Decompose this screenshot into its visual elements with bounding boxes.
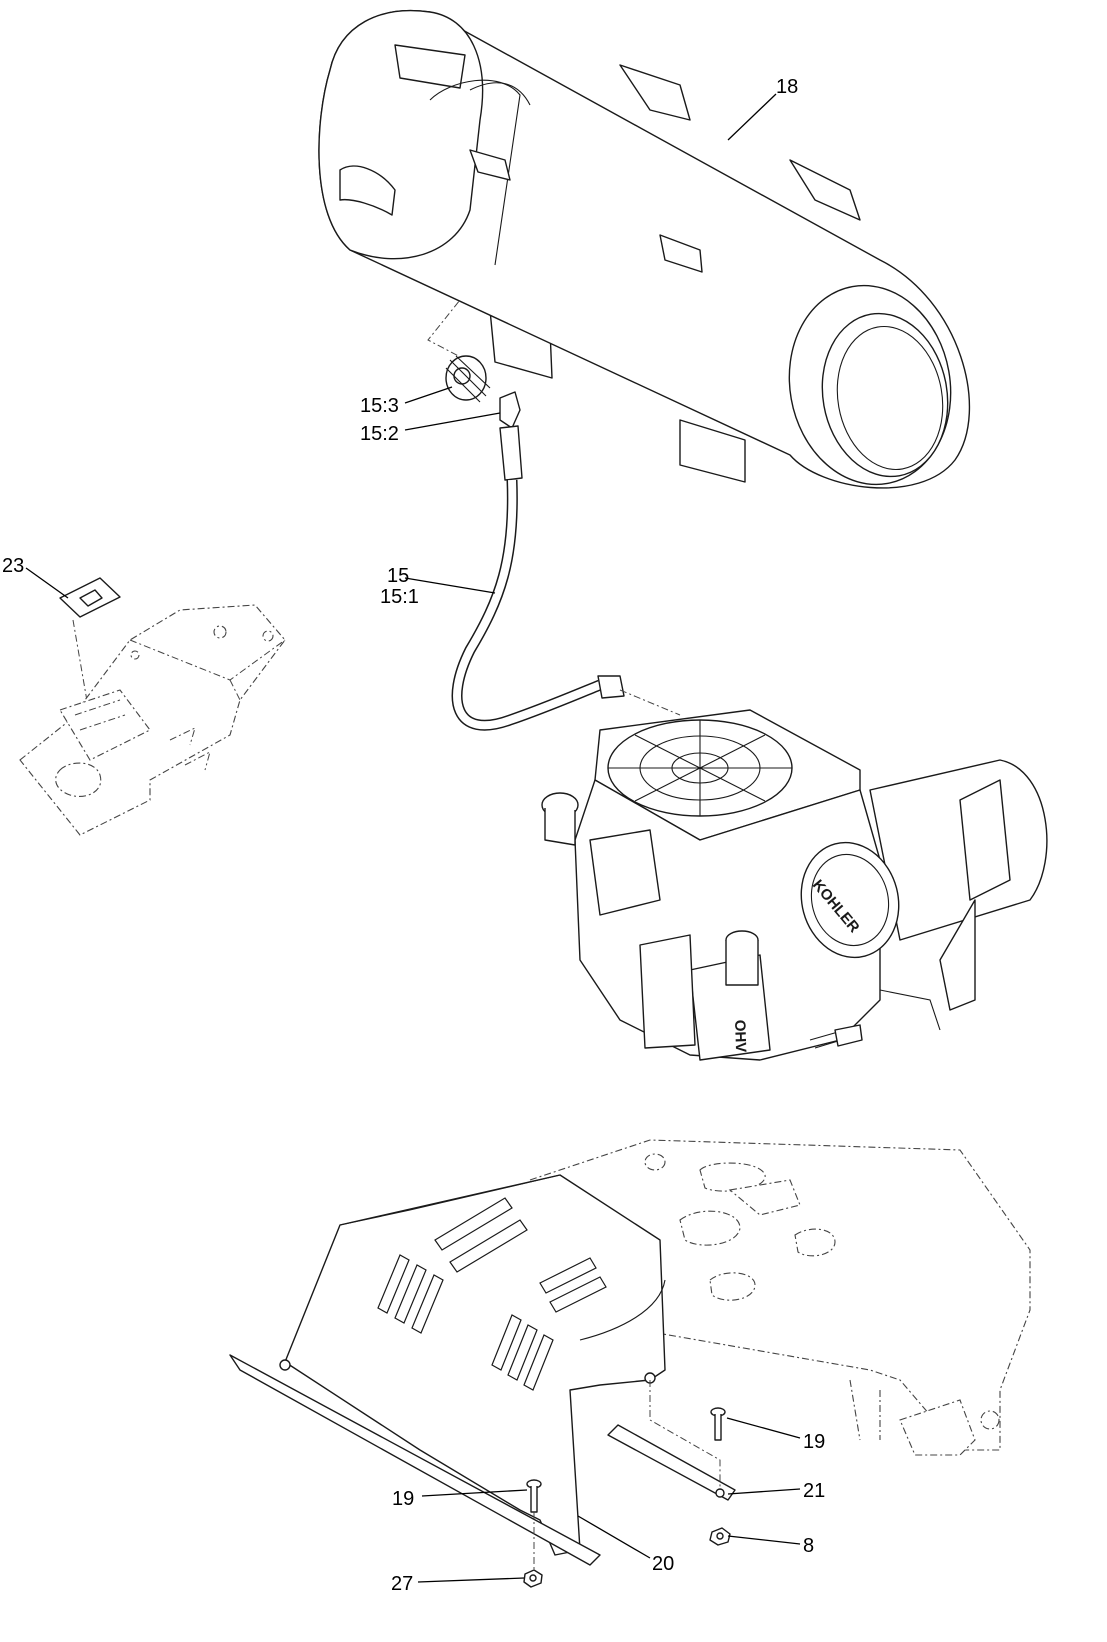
decal-23 — [59, 577, 121, 618]
nut-8 — [709, 1527, 731, 1546]
leader-23 — [25, 567, 69, 599]
mounting-strap-21 — [607, 1424, 736, 1501]
bolt-19-right — [710, 1407, 726, 1441]
callout-18: 18 — [776, 76, 798, 98]
leader-19-right — [726, 1417, 801, 1439]
air-cleaner-canister — [318, 10, 971, 489]
elbow-fitting — [499, 391, 521, 429]
callout-8: 8 — [803, 1535, 814, 1557]
leader-27 — [417, 1577, 525, 1583]
leader-15-2 — [404, 412, 501, 431]
heat-shield-20 — [229, 1174, 666, 1566]
callout-27: 27 — [391, 1573, 413, 1595]
leader-15 — [404, 577, 496, 594]
callout-15-1: 15:1 — [380, 586, 419, 608]
mounting-bracket-ghost — [19, 604, 286, 836]
callout-23: 23 — [2, 555, 24, 577]
leader-21 — [727, 1488, 801, 1495]
callout-19-left: 19 — [392, 1488, 414, 1510]
leader-8 — [727, 1535, 801, 1545]
hose-assembly — [451, 425, 681, 731]
callout-21: 21 — [803, 1480, 825, 1502]
leader-19-left — [421, 1489, 528, 1497]
callout-20: 20 — [652, 1553, 674, 1575]
restriction-indicator — [445, 355, 491, 403]
engine-ohv-marking: OHV — [731, 1020, 749, 1053]
engine — [541, 709, 1048, 1061]
leader-18 — [727, 93, 777, 141]
callout-15-3: 15:3 — [360, 395, 399, 417]
leader-20 — [577, 1515, 651, 1559]
strap-alignment-line — [649, 1380, 721, 1490]
callout-15: 15 — [387, 565, 409, 587]
mower-deck-ghost — [529, 1139, 1031, 1456]
callout-19-right: 19 — [803, 1431, 825, 1453]
leader-15-3 — [404, 386, 453, 404]
callout-15-2: 15:2 — [360, 423, 399, 445]
nut-27 — [523, 1569, 543, 1588]
